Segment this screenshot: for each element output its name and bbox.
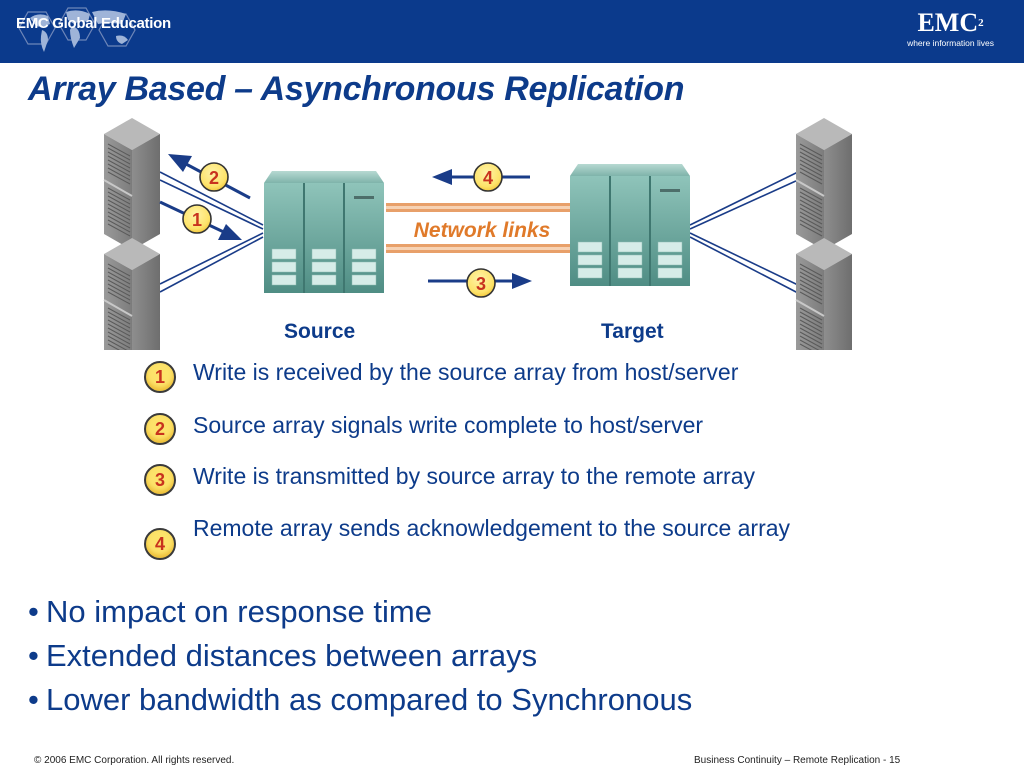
bullet-dot: • xyxy=(28,682,39,717)
header-divider xyxy=(0,60,1024,63)
source-host-links xyxy=(159,171,264,293)
footer-page-info: Business Continuity – Remote Replication… xyxy=(694,755,901,766)
bullet-dot: • xyxy=(28,638,39,673)
bullet-dot: • xyxy=(28,594,39,629)
bullet-item: •Lower bandwidth as compared to Synchron… xyxy=(28,678,692,722)
diagram-badge-3: 3 xyxy=(466,268,496,298)
diagram-badge-3-number: 3 xyxy=(476,274,486,294)
emc-tagline: where information lives xyxy=(907,38,994,48)
replication-diagram: Network links 2 1 4 3 xyxy=(103,117,853,350)
slide-title: Array Based – Asynchronous Replication xyxy=(28,70,685,108)
bullet-list: •No impact on response time •Extended di… xyxy=(28,590,692,722)
diagram-badge-4: 4 xyxy=(473,162,503,192)
source-label: Source xyxy=(284,320,356,343)
footer-copyright: © 2006 EMC Corporation. All rights reser… xyxy=(34,755,235,766)
diagram-badge-1-number: 1 xyxy=(192,210,202,230)
bullet-item: •No impact on response time xyxy=(28,590,692,634)
network-links-label: Network links xyxy=(414,219,551,242)
emc-logo: EMC2 where information lives xyxy=(907,10,994,49)
source-host-server-1-icon xyxy=(103,117,161,251)
step-number-badge: 1 xyxy=(144,361,176,393)
step-number-badge: 4 xyxy=(144,528,176,560)
bullet-text: No impact on response time xyxy=(46,594,432,629)
step-text: Remote array sends acknowledgement to th… xyxy=(193,515,791,541)
bullet-text: Extended distances between arrays xyxy=(46,638,538,673)
diagram-badge-4-number: 4 xyxy=(483,168,493,188)
diagram-badge-1: 1 xyxy=(182,204,212,234)
world-map-logo-icon xyxy=(18,7,136,52)
diagram-badge-2-number: 2 xyxy=(209,168,219,188)
emc-global-education-logo: EMC Global Education xyxy=(16,15,171,32)
target-host-links xyxy=(689,171,799,294)
emc-brand-text: EMC xyxy=(917,8,979,37)
step-text: Source array signals write complete to h… xyxy=(193,412,704,438)
target-host-server-1-icon xyxy=(795,117,853,251)
step-text: Write is received by the source array fr… xyxy=(193,359,739,385)
step-number-badge: 3 xyxy=(144,464,176,496)
network-links xyxy=(386,203,570,253)
source-host-server-2-icon xyxy=(103,237,161,350)
source-storage-array-icon xyxy=(263,170,385,294)
diagram-badge-2: 2 xyxy=(199,162,229,192)
step-number-badge: 2 xyxy=(144,413,176,445)
emc-brand-superscript: 2 xyxy=(978,17,984,29)
header-bar: EMC Global Education EMC2 where informat… xyxy=(0,0,1024,60)
bullet-item: •Extended distances between arrays xyxy=(28,634,692,678)
step-text: Write is transmitted by source array to … xyxy=(193,463,755,489)
target-host-server-2-icon xyxy=(795,237,853,350)
emc-brand: EMC2 xyxy=(907,10,994,36)
target-label: Target xyxy=(601,320,664,343)
bullet-text: Lower bandwidth as compared to Synchrono… xyxy=(46,682,693,717)
target-storage-array-icon xyxy=(569,163,691,287)
